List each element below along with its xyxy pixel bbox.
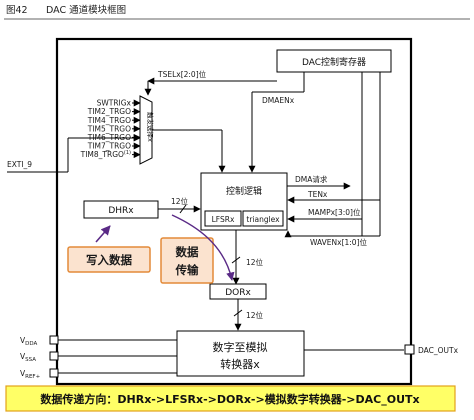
svg-text:VREF+: VREF+ xyxy=(20,369,41,380)
vdda-main: V xyxy=(20,336,26,345)
triangle-label: trianglex xyxy=(246,215,280,224)
vdda-sub: DDA xyxy=(25,341,37,347)
dac-converter-label-line2: 转换器x xyxy=(220,357,260,371)
dor-bus-width: 12位 xyxy=(246,310,264,320)
trigger-input-label: TIM4_TRGO xyxy=(87,116,131,125)
dma-request-label: DMA请求 xyxy=(295,174,328,184)
ten-label: TENx xyxy=(307,190,328,199)
dor-label: DORx xyxy=(225,288,251,298)
control-logic-label: 控制逻辑 xyxy=(226,185,262,197)
exti9-label: EXTI_9 xyxy=(7,160,32,169)
dhr-label: DHRx xyxy=(108,206,134,216)
figure-title: DAC 通道模块框图 xyxy=(46,4,126,16)
lfsr-label: LFSRx xyxy=(212,215,235,224)
logic-bus-width: 12位 xyxy=(246,257,264,267)
data-transfer-line2: 传输 xyxy=(175,263,199,277)
data-transfer-callout xyxy=(160,237,214,284)
vdda-pin: VDDA xyxy=(20,335,177,347)
tsel-label: TSELx[2:0]位 xyxy=(157,69,207,79)
vref-sub: REF+ xyxy=(25,374,40,380)
logic-bus-slash xyxy=(231,256,241,264)
dhr-bus-width: 12位 xyxy=(171,196,189,206)
dac-output-label: DAC_OUTx xyxy=(418,346,459,355)
dac-output-pin xyxy=(404,344,415,355)
trigger-input-label: TIM7_TRGO xyxy=(87,142,131,151)
mamp-label: MAMPx[3:0]位 xyxy=(308,207,361,217)
trigger-input-list: SWTRIGxTIM2_TRGOTIM4_TRGOTIM5_TRGOTIM6_T… xyxy=(80,99,141,159)
triangle-box xyxy=(242,210,284,227)
trigger-input-label: TIM5_TRGO xyxy=(87,124,131,133)
write-data-label: 写入数据 xyxy=(86,253,132,267)
control-register-label: DAC控制寄存器 xyxy=(302,56,366,68)
trigger-input-label: SWTRIGx xyxy=(97,99,132,108)
trigger-input-label: TIM2_TRGO xyxy=(87,107,131,116)
control-register-box xyxy=(276,49,392,73)
dmaen-label: DMAENx xyxy=(262,96,295,105)
vssa-pin: VSSA xyxy=(20,351,177,363)
figure-number: 图42 xyxy=(6,5,28,16)
dac-converter-box xyxy=(176,330,305,377)
figure-caption: 图42 DAC 通道模块框图 xyxy=(4,4,470,20)
data-flow-banner xyxy=(5,385,456,412)
wave-label: WAVENx[1:0]位 xyxy=(310,237,367,247)
dac-converter-label-line1: 数字至模拟 xyxy=(213,340,268,354)
vssa-sub: SSA xyxy=(25,357,36,363)
dhr-bus-slash xyxy=(179,204,187,214)
write-data-callout xyxy=(67,246,151,273)
svg-text:VDDA: VDDA xyxy=(20,336,38,347)
svg-text:VSSA: VSSA xyxy=(20,352,36,363)
data-flow-banner-text: 数据传递方向：DHRx->LFSRx->DORx->模拟数字转换器->DAC_O… xyxy=(40,392,419,406)
dor-bus-slash xyxy=(233,309,243,317)
vref-main: V xyxy=(20,369,26,378)
write-data-pointer xyxy=(95,225,111,243)
trigger-mux-label: 触发选择x xyxy=(146,112,155,142)
data-transfer-pointer xyxy=(171,214,235,281)
lfsr-box xyxy=(204,210,242,227)
data-transfer-line1: 数据 xyxy=(176,245,199,259)
trigger-input-footnote: (1) xyxy=(124,150,131,156)
trigger-input-label: TIM8_TRGO(1) xyxy=(80,150,131,159)
vssa-main: V xyxy=(20,352,26,361)
vref-pin: VREF+ xyxy=(20,368,177,380)
dac-block-outline xyxy=(55,37,413,386)
